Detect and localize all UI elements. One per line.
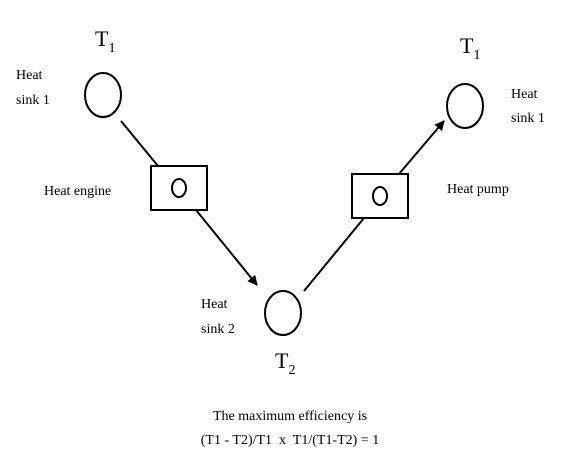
caption-line2: (T1 - T2)/T1 x T1/(T1-T2) = 1 <box>200 433 380 448</box>
temp-subscript: 2 <box>288 363 296 378</box>
line-sink2-to-pump <box>303 217 365 292</box>
right-sink-label-line2: sink 1 <box>511 111 545 126</box>
heat-engine-label: Heat engine <box>44 184 112 199</box>
heat-engine-box <box>150 165 208 211</box>
bottom-sink-label-line2: sink 2 <box>201 322 235 337</box>
heat-sink-1-left-circle <box>84 72 122 118</box>
heat-sink-1-right-circle <box>446 83 484 129</box>
temp-subscript: 1 <box>473 48 481 63</box>
temp-symbol: T <box>460 33 474 58</box>
arrow-engine-to-sink2 <box>195 209 258 286</box>
line-sink1-to-engine <box>120 120 159 167</box>
heat-pump-box <box>351 173 409 219</box>
left-sink-label-line2: sink 1 <box>16 93 50 108</box>
caption-line1: The maximum efficiency is <box>212 409 368 424</box>
heat-pump-inner-circle <box>372 186 388 206</box>
right-sink-label-line1: Heat <box>511 87 538 102</box>
temp-symbol: T <box>275 348 289 373</box>
bottom-sink-label-line1: Heat <box>201 297 228 312</box>
temp-symbol: T <box>95 26 109 51</box>
bottom-sink-temperature: T2 <box>275 348 295 378</box>
right-sink-temperature: T1 <box>460 33 480 63</box>
temp-subscript: 1 <box>108 41 116 56</box>
left-sink-label-line1: Heat <box>16 68 43 83</box>
heat-engine-inner-circle <box>171 178 187 198</box>
arrow-pump-to-sink1 <box>398 120 445 175</box>
heat-sink-2-circle <box>264 290 302 336</box>
left-sink-temperature: T1 <box>95 26 115 56</box>
heat-pump-label: Heat pump <box>447 182 509 197</box>
